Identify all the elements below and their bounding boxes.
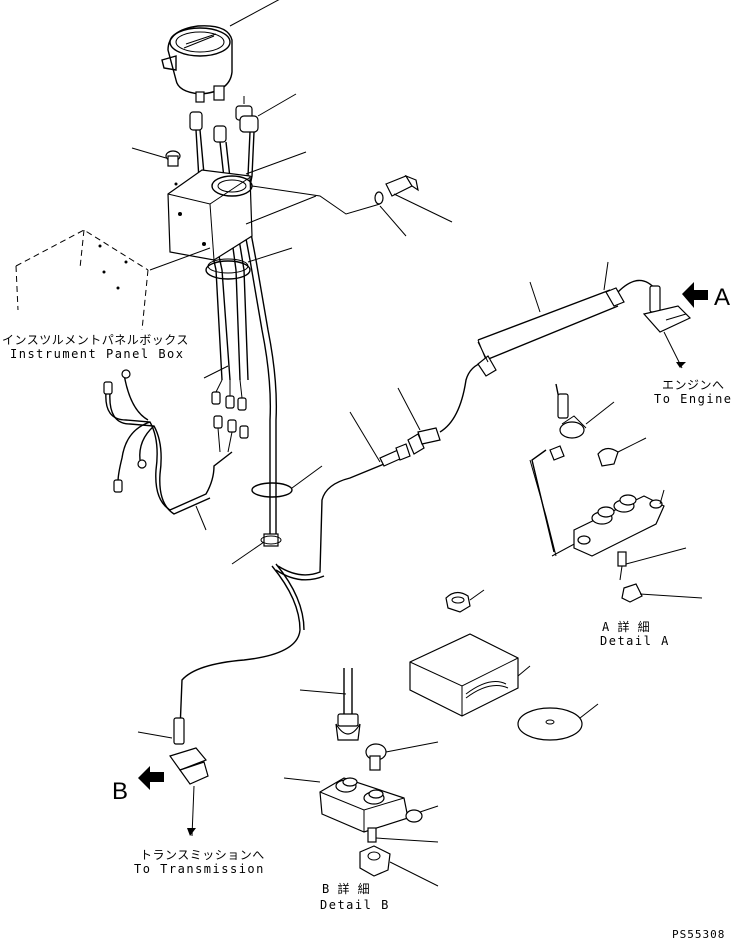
mounting-bolt	[251, 174, 453, 237]
detail-b-label-jp: B 詳 細	[322, 882, 371, 896]
engine-cable	[275, 361, 485, 581]
cable-sheath	[477, 261, 657, 377]
speedometer-gauge	[161, 0, 280, 103]
detail-a-label-jp: A 詳 細	[602, 620, 651, 634]
arrow-a-icon	[682, 282, 708, 308]
bundle-clamps	[205, 247, 323, 565]
gauge-connectors	[131, 93, 297, 167]
instrument-panel-box-label-en: Instrument Panel Box	[10, 347, 185, 361]
instrument-panel-outline	[15, 229, 211, 331]
instrument-panel-box-label-jp: インスツルメントパネルボックス	[2, 333, 189, 347]
detail-b-assembly	[283, 668, 439, 887]
engine-fitting	[642, 285, 692, 369]
to-engine-label-en: To Engine	[654, 392, 733, 406]
instrument-panel-box	[167, 151, 317, 261]
arrow-b-label: B	[112, 778, 129, 805]
loose-parts	[409, 589, 599, 741]
wiring-harness	[103, 365, 249, 531]
arrow-b-icon	[138, 766, 164, 790]
detail-a-label-en: Detail A	[600, 634, 670, 648]
arrow-a-label: A	[714, 284, 731, 311]
transmission-cable	[137, 563, 305, 837]
detail-a-assembly	[529, 383, 703, 603]
to-transmission-label-en: To Transmission	[134, 862, 265, 876]
to-engine-label-jp: エンジンへ	[662, 378, 725, 392]
drawing-number: PS55308	[672, 928, 726, 941]
to-transmission-label-jp: トランスミッションへ	[140, 848, 265, 862]
detail-b-label-en: Detail B	[320, 898, 390, 912]
